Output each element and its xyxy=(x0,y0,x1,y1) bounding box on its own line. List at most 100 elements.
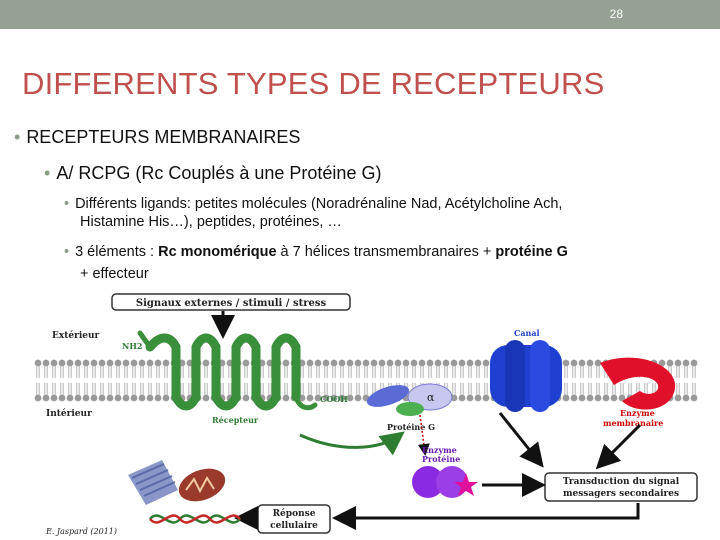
lipid-head xyxy=(74,394,82,402)
lipid-head xyxy=(330,394,338,402)
lipid-head xyxy=(106,394,114,402)
cooh-label: COOH xyxy=(320,394,348,404)
lipid-head xyxy=(50,359,58,367)
rcpg-diagram: Signaux externes / stimuli / stress Exté… xyxy=(34,293,698,536)
bullet-text: RECEPTEURS MEMBRANAIRES xyxy=(26,127,301,147)
lipid-head xyxy=(130,394,138,402)
lipid-head xyxy=(202,394,210,402)
lipid-head xyxy=(146,394,154,402)
lipid-head xyxy=(578,394,586,402)
enzyme-to-transduction-arrow xyxy=(595,423,642,470)
lipid-head xyxy=(434,359,442,367)
lipid-head xyxy=(362,359,370,367)
bullet-text-line2: Histamine His…), peptides, protéines, … xyxy=(80,214,342,230)
enzyme-protein-left xyxy=(412,466,444,498)
transduction-label-1: Transduction du signal xyxy=(563,477,680,487)
bullet-text-part2: à 7 hélices transmembranaires + xyxy=(276,244,496,260)
lipid-head xyxy=(674,359,682,367)
lipid-head xyxy=(570,359,578,367)
lipid-head xyxy=(130,359,138,367)
lipid-head xyxy=(570,394,578,402)
nh2-label: NH2 xyxy=(122,341,142,351)
bullet-dot: • xyxy=(64,196,70,212)
lipid-head xyxy=(674,394,682,402)
lipid-head xyxy=(34,394,42,402)
enzyme-proteine-label-1: Enzyme xyxy=(422,445,457,455)
lipid-head xyxy=(682,359,690,367)
lipid-head xyxy=(466,394,474,402)
bullet-bold-rc: Rc monomérique xyxy=(158,244,277,260)
lipid-head xyxy=(154,359,162,367)
lipid-head xyxy=(474,359,482,367)
lipid-head xyxy=(98,359,106,367)
lipid-head xyxy=(610,394,618,402)
lipid-head xyxy=(442,359,450,367)
slide-title: DIFFERENTS TYPES DE RECEPTEURS xyxy=(22,66,605,101)
lipid-head xyxy=(370,359,378,367)
lipid-head xyxy=(138,359,146,367)
top-bar: 28 xyxy=(0,0,720,29)
lipid-head xyxy=(58,359,66,367)
lipid-head xyxy=(242,359,250,367)
canal-label: Canal xyxy=(514,328,540,338)
bullet-dot: • xyxy=(14,127,21,147)
lipid-head xyxy=(562,394,570,402)
lipid-head xyxy=(410,359,418,367)
lipid-head xyxy=(90,394,98,402)
enzyme-membranaire-label-2: membranaire xyxy=(603,418,663,428)
receptor-7tm xyxy=(137,330,318,411)
lipid-head xyxy=(66,394,74,402)
mitochondrion-cristae xyxy=(185,476,215,494)
lipid-head xyxy=(34,359,42,367)
lipid-head xyxy=(458,359,466,367)
lipid-head xyxy=(354,359,362,367)
reponse-box xyxy=(257,504,331,534)
transduction-label-2: messagers secondaires xyxy=(563,489,679,499)
lipid-head xyxy=(386,359,394,367)
lipid-head xyxy=(322,359,330,367)
lipid-head xyxy=(82,394,90,402)
lipid-head xyxy=(122,359,130,367)
lipid-head xyxy=(658,359,666,367)
lipid-head xyxy=(466,359,474,367)
lipid-head xyxy=(138,394,146,402)
lipid-head xyxy=(482,359,490,367)
enzyme-membrane xyxy=(600,357,676,410)
lipid-head xyxy=(346,394,354,402)
lipid-head xyxy=(418,359,426,367)
lipid-head xyxy=(586,359,594,367)
lipid-head xyxy=(306,359,314,367)
bullet-level1: •RECEPTEURS MEMBRANAIRES xyxy=(14,127,300,148)
lipid-head xyxy=(282,359,290,367)
bullet-bold-proteine: protéine G xyxy=(495,244,568,260)
g-protein-beta xyxy=(366,385,410,407)
channel-to-transduction-arrow xyxy=(498,412,544,468)
bullet-text-part1: 3 éléments : xyxy=(75,244,159,260)
lipid-head xyxy=(122,394,130,402)
bullet-level2: •A/ RCPG (Rc Couplés à une Protéine G) xyxy=(44,163,381,184)
activation-arrow xyxy=(299,431,405,456)
lipid-head xyxy=(106,359,114,367)
lipid-head xyxy=(114,359,122,367)
lipid-head xyxy=(690,359,698,367)
er-organelle xyxy=(128,460,178,505)
lipid-head xyxy=(394,359,402,367)
lipid-head xyxy=(474,394,482,402)
proteine-g-label: Protéine G xyxy=(387,422,435,432)
alpha-label: α xyxy=(427,391,435,404)
lipid-head xyxy=(242,394,250,402)
lipid-head xyxy=(306,394,314,402)
channel-protein xyxy=(490,340,562,412)
messenger-star xyxy=(454,473,478,496)
lipid-head xyxy=(666,359,674,367)
lipid-head xyxy=(202,359,210,367)
g-protein-gamma xyxy=(396,402,424,416)
response-arrow xyxy=(332,503,640,530)
lipid-head xyxy=(562,359,570,367)
lipid-head xyxy=(50,394,58,402)
lipid-head xyxy=(602,394,610,402)
bullet-dot: • xyxy=(64,244,70,260)
bullet-text-line2: + effecteur xyxy=(80,266,149,282)
lipid-head xyxy=(314,359,322,367)
lipid-head xyxy=(578,359,586,367)
